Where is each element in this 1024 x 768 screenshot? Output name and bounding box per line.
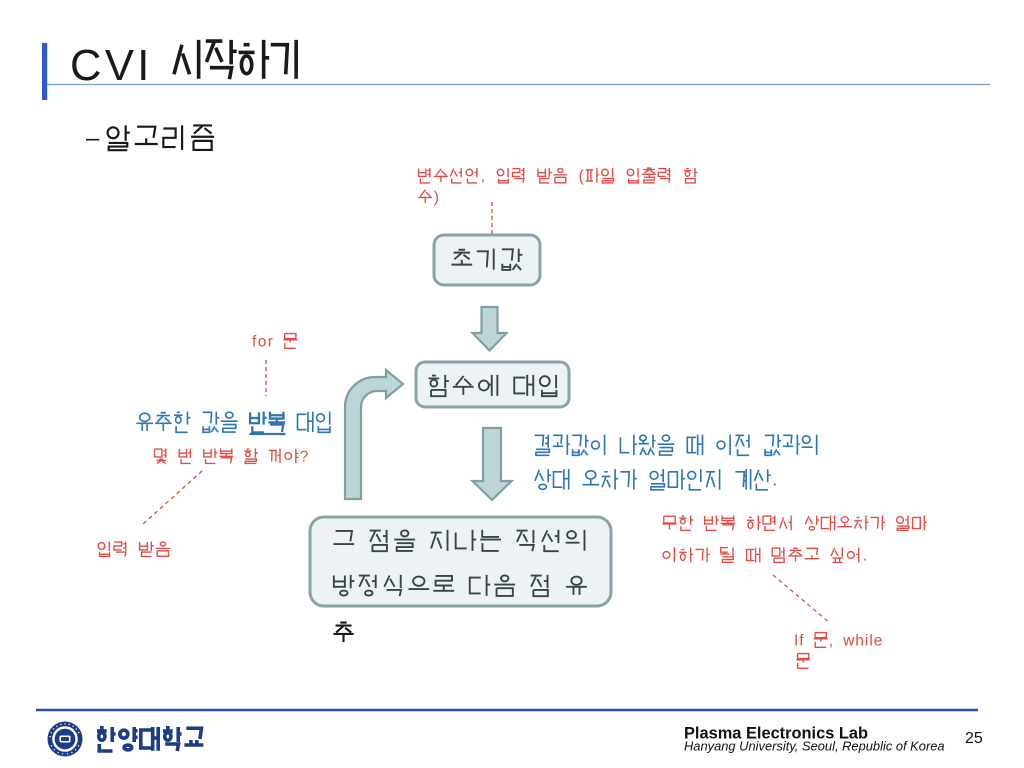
svg-text:Hanyang University, Seoul, Rep: Hanyang University, Seoul, Republic of K… <box>684 739 945 754</box>
svg-text:,: , <box>481 168 487 185</box>
svg-text:CVI: CVI <box>70 42 153 90</box>
svg-text:(: ( <box>579 168 585 185</box>
svg-text:–: – <box>86 125 100 152</box>
svg-text:If: If <box>794 632 805 649</box>
svg-text:while: while <box>842 632 883 649</box>
svg-text:25: 25 <box>965 730 983 747</box>
svg-text:.: . <box>772 470 779 490</box>
svg-text:): ) <box>434 189 440 206</box>
svg-text:.: . <box>863 547 869 564</box>
svg-text:for: for <box>252 333 274 350</box>
svg-text:Plasma Electronics Lab: Plasma Electronics Lab <box>684 725 868 743</box>
svg-text:,: , <box>829 632 834 649</box>
svg-text:?: ? <box>300 448 310 465</box>
